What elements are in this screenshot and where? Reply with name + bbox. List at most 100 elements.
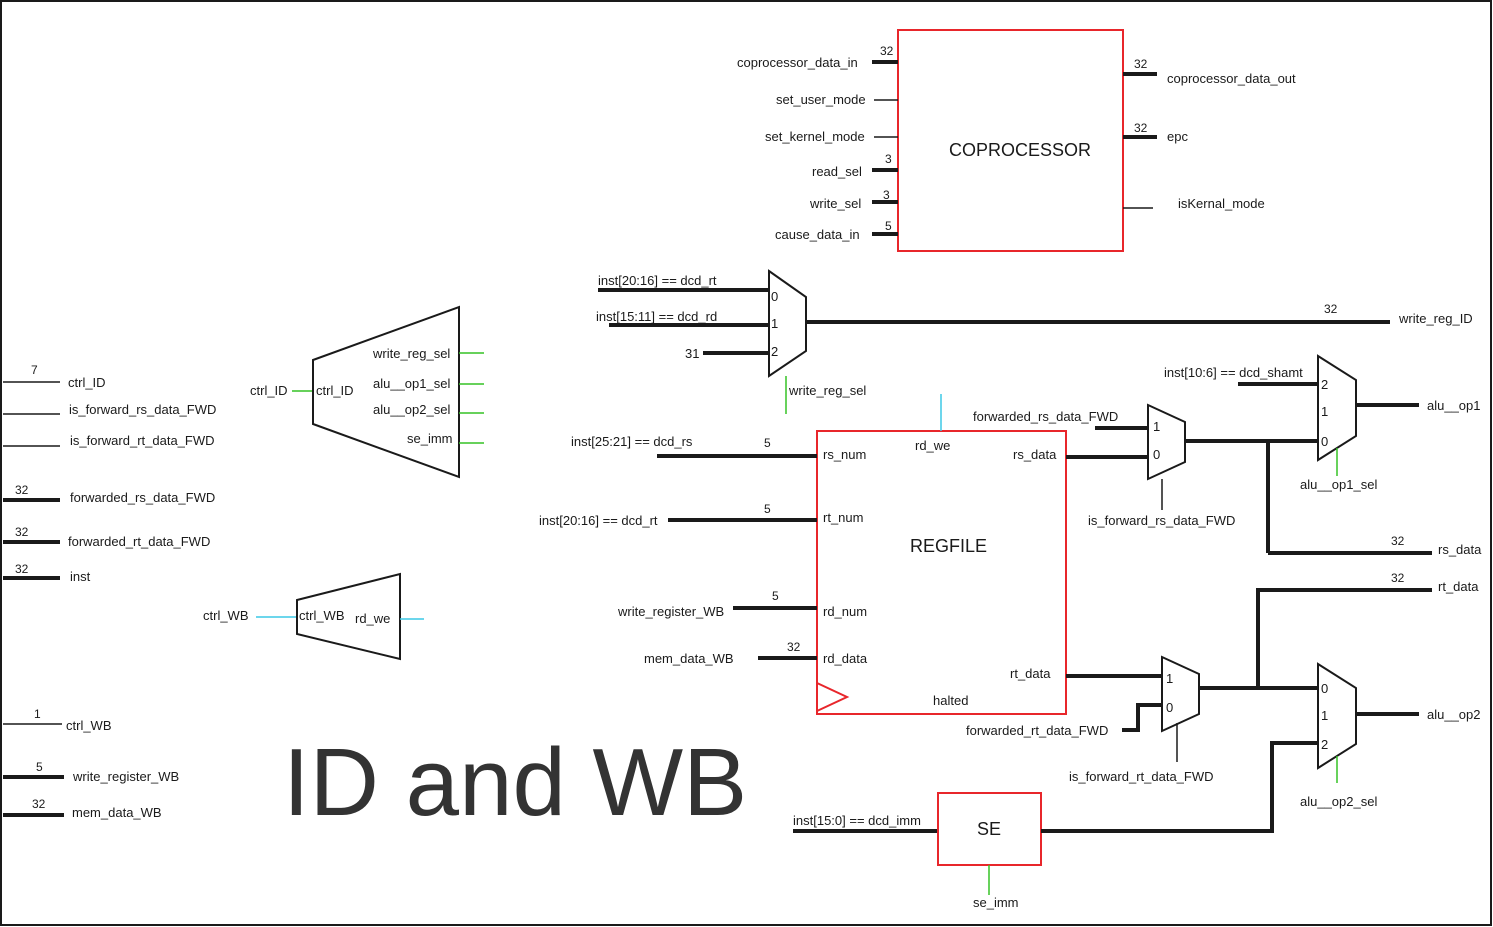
clock-triangle-icon bbox=[816, 682, 850, 712]
write-reg-mux: inst[20:16] == dcd_rt inst[15:11] == dcd… bbox=[596, 269, 1473, 414]
coproc-out1-label: epc bbox=[1167, 129, 1188, 144]
rs-fwd-mux-port0: 0 bbox=[1153, 447, 1160, 462]
ctrl-wb-input-label: ctrl_WB bbox=[66, 718, 112, 733]
coproc-in5-label: cause_data_in bbox=[775, 227, 860, 242]
write-reg-mux-port0: 0 bbox=[771, 289, 778, 304]
regfile-in-data-width: 32 bbox=[787, 640, 801, 654]
regfile-title: REGFILE bbox=[910, 536, 987, 556]
rt-fwd-mux-sel: is_forward_rt_data_FWD bbox=[1069, 769, 1214, 784]
write-reg-mux-in1-label: inst[15:11] == dcd_rd bbox=[596, 309, 717, 324]
coproc-in5-width: 5 bbox=[885, 219, 892, 233]
alu-op2-mux-shape bbox=[1317, 662, 1357, 770]
forwarded-rs-width: 32 bbox=[15, 483, 29, 497]
forwarded-rt-width: 32 bbox=[15, 525, 29, 539]
forwarded-rt-input-label: forwarded_rt_data_FWD bbox=[68, 534, 210, 549]
ctrl-wb-decoder-out: rd_we bbox=[355, 611, 390, 626]
rt-data-out-width: 32 bbox=[1391, 571, 1405, 585]
regfile-rd-we: rd_we bbox=[915, 438, 950, 453]
rt-fwd-mux-port0: 0 bbox=[1166, 700, 1173, 715]
rt-fwd-mux-shape bbox=[1161, 655, 1200, 733]
coproc-out0-width: 32 bbox=[1134, 57, 1148, 71]
alu-op2-out-label: alu__op2 bbox=[1427, 707, 1481, 722]
coproc-out1-width: 32 bbox=[1134, 121, 1148, 135]
alu-op1-mux-port1: 1 bbox=[1321, 404, 1328, 419]
decoder-out-write-reg-sel: write_reg_sel bbox=[372, 346, 450, 361]
coproc-in3-width: 3 bbox=[885, 152, 892, 166]
coproc-in4-width: 3 bbox=[883, 188, 890, 202]
rs-data-out-width: 32 bbox=[1391, 534, 1405, 548]
alu-op1-mux-shape bbox=[1317, 354, 1357, 462]
alu-op1-mux-in2-label: inst[10:6] == dcd_shamt bbox=[1164, 365, 1303, 380]
regfile-in-rt-ext: inst[20:16] == dcd_rt bbox=[539, 513, 658, 528]
rs-fwd-mux-port1: 1 bbox=[1153, 419, 1160, 434]
rt-fwd-mux-port1: 1 bbox=[1166, 671, 1173, 686]
write-reg-mux-sel: write_reg_sel bbox=[788, 383, 866, 398]
rs-data-out-label: rs_data bbox=[1438, 542, 1482, 557]
regfile-in-rd-ext: write_register_WB bbox=[617, 604, 724, 619]
decoder-out-alu-op1-sel: alu__op1_sel bbox=[373, 376, 450, 391]
rs-fwd-mux-sel: is_forward_rs_data_FWD bbox=[1088, 513, 1235, 528]
coproc-in2-label: set_kernel_mode bbox=[765, 129, 865, 144]
regfile-in-rd-width: 5 bbox=[772, 589, 779, 603]
write-reg-id-label: write_reg_ID bbox=[1398, 311, 1473, 326]
rs-fwd-mux-in1-label: forwarded_rs_data_FWD bbox=[973, 409, 1118, 424]
write-reg-id-width: 32 bbox=[1324, 302, 1338, 316]
regfile-in-rs-ext: inst[25:21] == dcd_rs bbox=[571, 434, 693, 449]
ctrl-wb-ext-label: ctrl_WB bbox=[203, 608, 249, 623]
coprocessor-block: COPROCESSOR 32 coprocessor_data_in set_u… bbox=[737, 29, 1296, 252]
regfile-in-data-ext: mem_data_WB bbox=[644, 651, 734, 666]
se-ctrl-label: se_imm bbox=[973, 895, 1019, 910]
decoder-out-alu-op2-sel: alu__op2_sel bbox=[373, 402, 450, 417]
coproc-in0-width: 32 bbox=[880, 44, 894, 58]
left-inputs: 7 ctrl_ID is_forward_rs_data_FWD is_forw… bbox=[3, 363, 216, 820]
se-block: inst[15:0] == dcd_imm SE se_imm bbox=[793, 741, 1318, 910]
ctrl-id-decoder-shape bbox=[312, 305, 460, 479]
inst-input-label: inst bbox=[70, 569, 91, 584]
ctrl-id-width: 7 bbox=[31, 363, 38, 377]
rt-forward-mux: forwarded_rt_data_FWD 1 0 is_forward_rt_… bbox=[966, 655, 1214, 784]
rs-fwd-mux-shape bbox=[1147, 403, 1186, 481]
write-reg-mux-in2-label: 31 bbox=[685, 346, 699, 361]
rs-forward-mux: forwarded_rs_data_FWD 1 0 is_forward_rs_… bbox=[973, 403, 1235, 528]
alu-op1-mux-sel: alu__op1_sel bbox=[1300, 477, 1377, 492]
is-forward-rs-input-label: is_forward_rs_data_FWD bbox=[69, 402, 216, 417]
alu-op2-mux-port2: 2 bbox=[1321, 737, 1328, 752]
regfile-box bbox=[816, 430, 1067, 715]
regfile-block: REGFILE rd_we inst[25:21] == dcd_rs 5 rs… bbox=[539, 394, 1067, 715]
alu-op2-mux-sel: alu__op2_sel bbox=[1300, 794, 1377, 809]
write-register-wb-width: 5 bbox=[36, 760, 43, 774]
alu-op1-mux-port0: 0 bbox=[1321, 434, 1328, 449]
ctrl-wb-width: 1 bbox=[34, 707, 41, 721]
coprocessor-box bbox=[897, 29, 1124, 252]
regfile-halted: halted bbox=[933, 693, 968, 708]
regfile-port-rd-data: rd_data bbox=[823, 651, 868, 666]
ctrl-wb-decoder: ctrl_WB ctrl_WB rd_we bbox=[203, 572, 424, 661]
alu-op1-out-label: alu__op1 bbox=[1427, 398, 1481, 413]
regfile-port-rt-num: rt_num bbox=[823, 510, 863, 525]
diagram-title: ID and WB bbox=[283, 729, 747, 836]
coproc-in4-label: write_sel bbox=[809, 196, 861, 211]
mem-data-wb-width: 32 bbox=[32, 797, 46, 811]
inst-width: 32 bbox=[15, 562, 29, 576]
regfile-port-rs-num: rs_num bbox=[823, 447, 866, 462]
se-box bbox=[937, 792, 1042, 866]
ctrl-wb-decoder-shape bbox=[296, 572, 401, 661]
alu-op2-mux-port0: 0 bbox=[1321, 681, 1328, 696]
write-reg-mux-in0-label: inst[20:16] == dcd_rt bbox=[598, 273, 717, 288]
mem-data-wb-input-label: mem_data_WB bbox=[72, 805, 162, 820]
se-title: SE bbox=[977, 819, 1001, 839]
regfile-port-rs-data: rs_data bbox=[1013, 447, 1057, 462]
alu-op1-mux: 32 rs_data inst[10:6] == dcd_shamt 2 1 0… bbox=[1164, 354, 1482, 557]
write-reg-mux-shape bbox=[768, 269, 807, 378]
write-reg-mux-port1: 1 bbox=[771, 316, 778, 331]
rt-data-out-label: rt_data bbox=[1438, 579, 1479, 594]
alu-op2-mux-port1: 1 bbox=[1321, 708, 1328, 723]
write-reg-mux-port2: 2 bbox=[771, 344, 778, 359]
ctrl-id-decoder: ctrl_ID ctrl_ID write_reg_sel alu__op1_s… bbox=[250, 305, 484, 479]
ctrl-id-ext-label: ctrl_ID bbox=[250, 383, 288, 398]
ctrl-id-decoder-in: ctrl_ID bbox=[316, 383, 354, 398]
coprocessor-title: COPROCESSOR bbox=[949, 140, 1091, 160]
ctrl-wb-decoder-in: ctrl_WB bbox=[299, 608, 345, 623]
decoder-out-se-imm: se_imm bbox=[407, 431, 453, 446]
